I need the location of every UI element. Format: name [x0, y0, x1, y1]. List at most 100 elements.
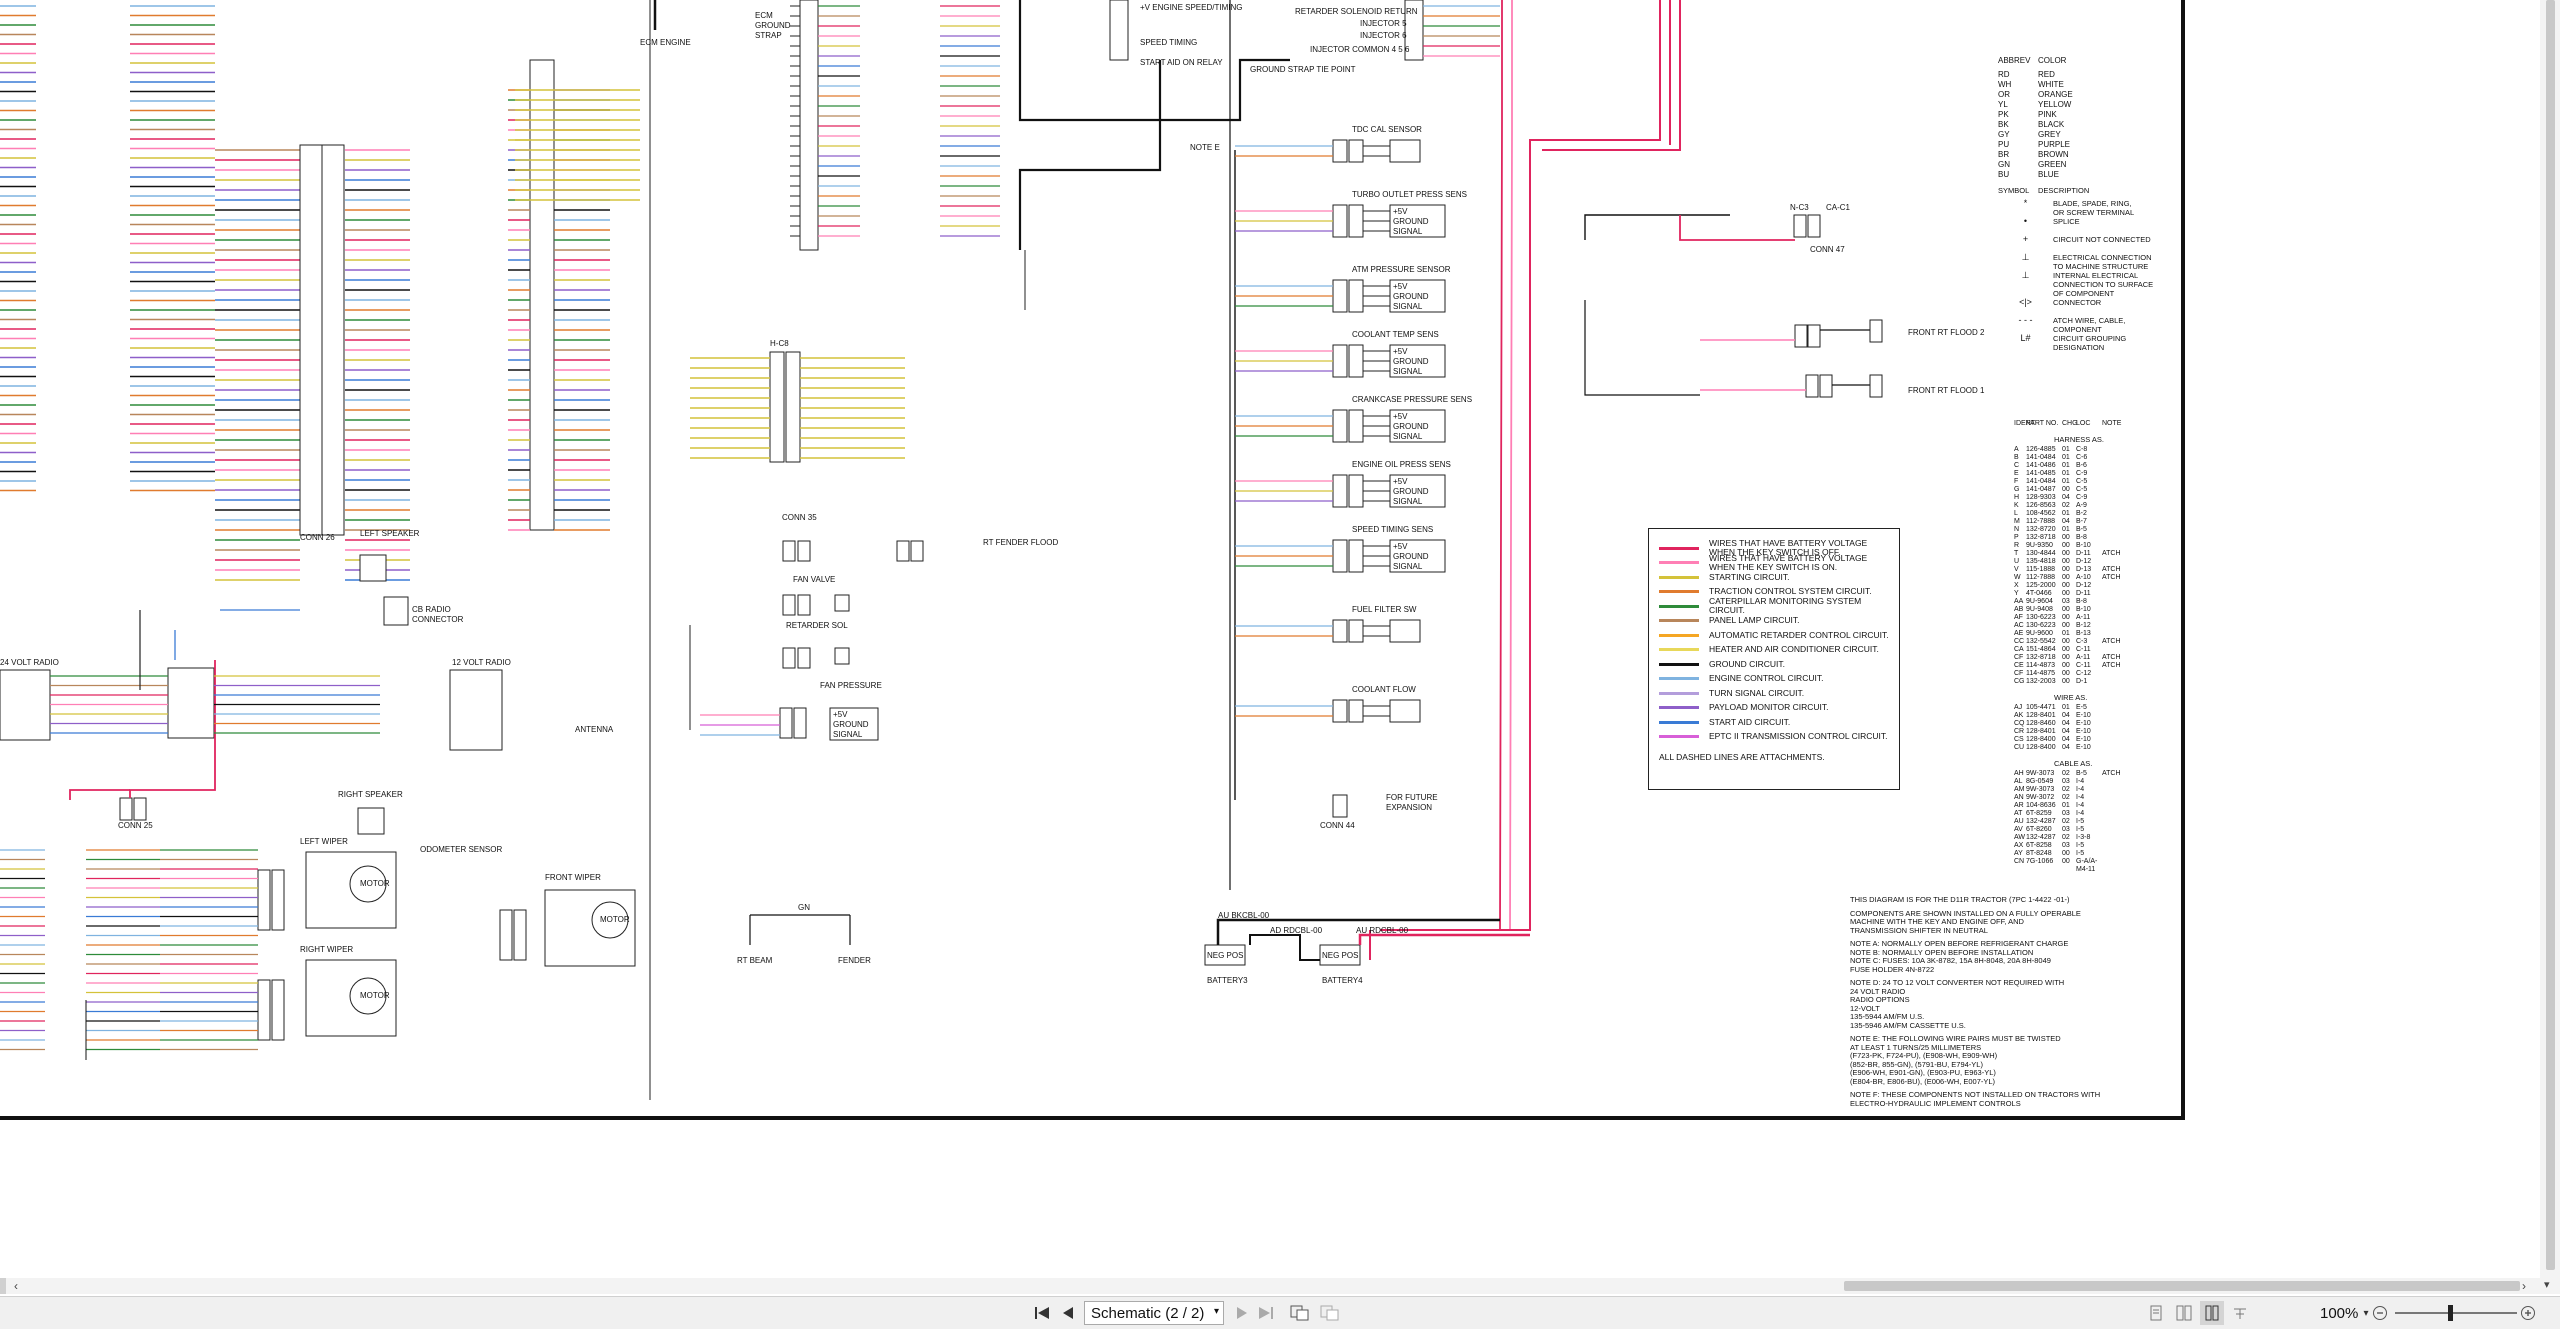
cable-row-cell: G-A/A-M4-11 [2076, 858, 2098, 873]
cable-row-cell: 02 [2062, 786, 2070, 793]
scroll-right-icon[interactable]: › [2522, 1279, 2526, 1293]
legend-label: TURN SIGNAL CIRCUIT. [1709, 687, 1805, 698]
sensor-connector [1348, 699, 1364, 723]
component-label: ECM ENGINE [640, 38, 691, 47]
cable-row-cell: CN [2014, 858, 2025, 865]
scroll-left-icon[interactable]: ‹ [14, 1279, 18, 1293]
harness-row-cell [2102, 542, 2132, 550]
rotate-view-icon[interactable] [2228, 1301, 2252, 1325]
legend-item: EPTC II TRANSMISSION CONTROL CIRCUIT. [1659, 730, 1891, 745]
abbrev-row: RD RED [1998, 70, 2178, 80]
legend-swatch [1659, 575, 1699, 579]
harness-row-cell [2102, 478, 2132, 486]
horizontal-scroll-thumb[interactable] [1844, 1281, 2520, 1291]
next-page-icon[interactable] [1230, 1301, 1254, 1325]
component-label: +V ENGINE SPEED/TIMING [1140, 3, 1242, 12]
wire-row-cell: CU [2014, 744, 2025, 751]
legend-label: GROUND CIRCUIT. [1709, 658, 1786, 669]
harness-row-cell: C-5 [2076, 486, 2088, 493]
abbrev-color: RED [2038, 70, 2055, 79]
connector-block [257, 869, 271, 931]
component-label: START AID ON RELAY [1140, 58, 1223, 67]
harness-row-cell [2102, 646, 2132, 654]
viewer-toolbar: Schematic (2 / 2) ▾ 100% ▾ [0, 1296, 2560, 1329]
harness-column-header: PART NO. [2026, 420, 2059, 427]
harness-row-cell: 00 [2062, 662, 2070, 669]
sensor-label: TURBO OUTLET PRESS SENS [1352, 190, 1467, 199]
harness-row-cell: A-10 [2076, 574, 2091, 581]
cable-row-cell: 03 [2062, 842, 2070, 849]
legend-swatch [1659, 619, 1699, 623]
battery-wire [1509, 0, 1513, 931]
zoom-slider[interactable] [2395, 1312, 2517, 1314]
cable-row-cell: 02 [2062, 770, 2070, 777]
color-header: COLOR [2038, 56, 2067, 65]
harness-row-cell: X [2014, 582, 2019, 589]
legend-label: STARTING CIRCUIT. [1709, 571, 1790, 582]
zoom-in-icon[interactable] [2516, 1301, 2540, 1325]
wire-row-cell: CQ [2014, 720, 2025, 727]
scroll-down-icon[interactable]: ▾ [2544, 1279, 2550, 1291]
symbol-header: SYMBOL [1998, 186, 2030, 195]
symbol-description: CIRCUIT NOT CONNECTED [2053, 235, 2151, 244]
sensor-connector [1332, 204, 1348, 238]
zoom-slider-thumb[interactable] [2448, 1305, 2453, 1321]
harness-row-cell [2102, 558, 2132, 566]
zoom-level[interactable]: 100% [2320, 1304, 2359, 1322]
sensor-connector [1332, 409, 1348, 443]
vertical-scroll-thumb[interactable] [2546, 0, 2555, 1270]
prev-page-icon[interactable] [1056, 1301, 1080, 1325]
component-label: RIGHT SPEAKER [338, 790, 403, 799]
legend-item: STARTING CIRCUIT. [1659, 570, 1891, 585]
cable-row-cell [2102, 834, 2132, 842]
sensor-label: ENGINE OIL PRESS SENS [1352, 460, 1451, 469]
harness-row-cell: C-8 [2076, 446, 2088, 453]
go-forward-icon[interactable] [1318, 1301, 1342, 1325]
radio-12v [449, 669, 503, 751]
component-label: FAN VALVE [793, 575, 835, 584]
cable-row-cell: AR [2014, 802, 2024, 809]
page-select[interactable]: Schematic (2 / 2) ▾ [1084, 1301, 1224, 1325]
harness-row-cell: C-9 [2076, 470, 2088, 477]
component-label: LEFT SPEAKER [360, 529, 420, 538]
abbrev-code: YL [1998, 100, 2008, 109]
last-page-icon[interactable] [1254, 1301, 1278, 1325]
sensor-pin-label: +5V [1393, 542, 1408, 551]
cable-row-cell: I-4 [2076, 810, 2085, 817]
zoom-out-icon[interactable] [2368, 1301, 2392, 1325]
abbrev-code: RD [1998, 70, 2010, 79]
harness-row-cell: CC [2014, 638, 2025, 645]
wire-row-cell: CR [2014, 728, 2025, 735]
connector-block [1332, 794, 1348, 818]
chevron-down-icon[interactable]: ▾ [2363, 1307, 2369, 1319]
cable-row-cell: AU [2014, 818, 2024, 825]
component-label: INJECTOR 5 [1360, 19, 1407, 28]
go-back-icon[interactable] [1288, 1301, 1312, 1325]
continuous-view-icon[interactable] [2200, 1301, 2224, 1325]
legend-label: HEATER AND AIR CONDITIONER CIRCUIT. [1709, 644, 1879, 655]
harness-row-cell: R [2014, 542, 2020, 549]
harness-title: HARNESS AS. [2054, 435, 2105, 444]
component-label: 12 VOLT RADIO [452, 658, 511, 667]
harness-row-cell: 00 [2062, 654, 2070, 661]
harness-row-cell [2102, 446, 2132, 454]
two-page-view-icon[interactable] [2172, 1301, 2196, 1325]
speaker [357, 807, 385, 835]
harness-row-cell: 00 [2062, 614, 2070, 621]
single-page-view-icon[interactable] [2144, 1301, 2168, 1325]
harness-row-cell: Y [2014, 590, 2019, 597]
harness-row-cell: B-7 [2076, 518, 2087, 525]
first-page-icon[interactable] [1030, 1301, 1054, 1325]
